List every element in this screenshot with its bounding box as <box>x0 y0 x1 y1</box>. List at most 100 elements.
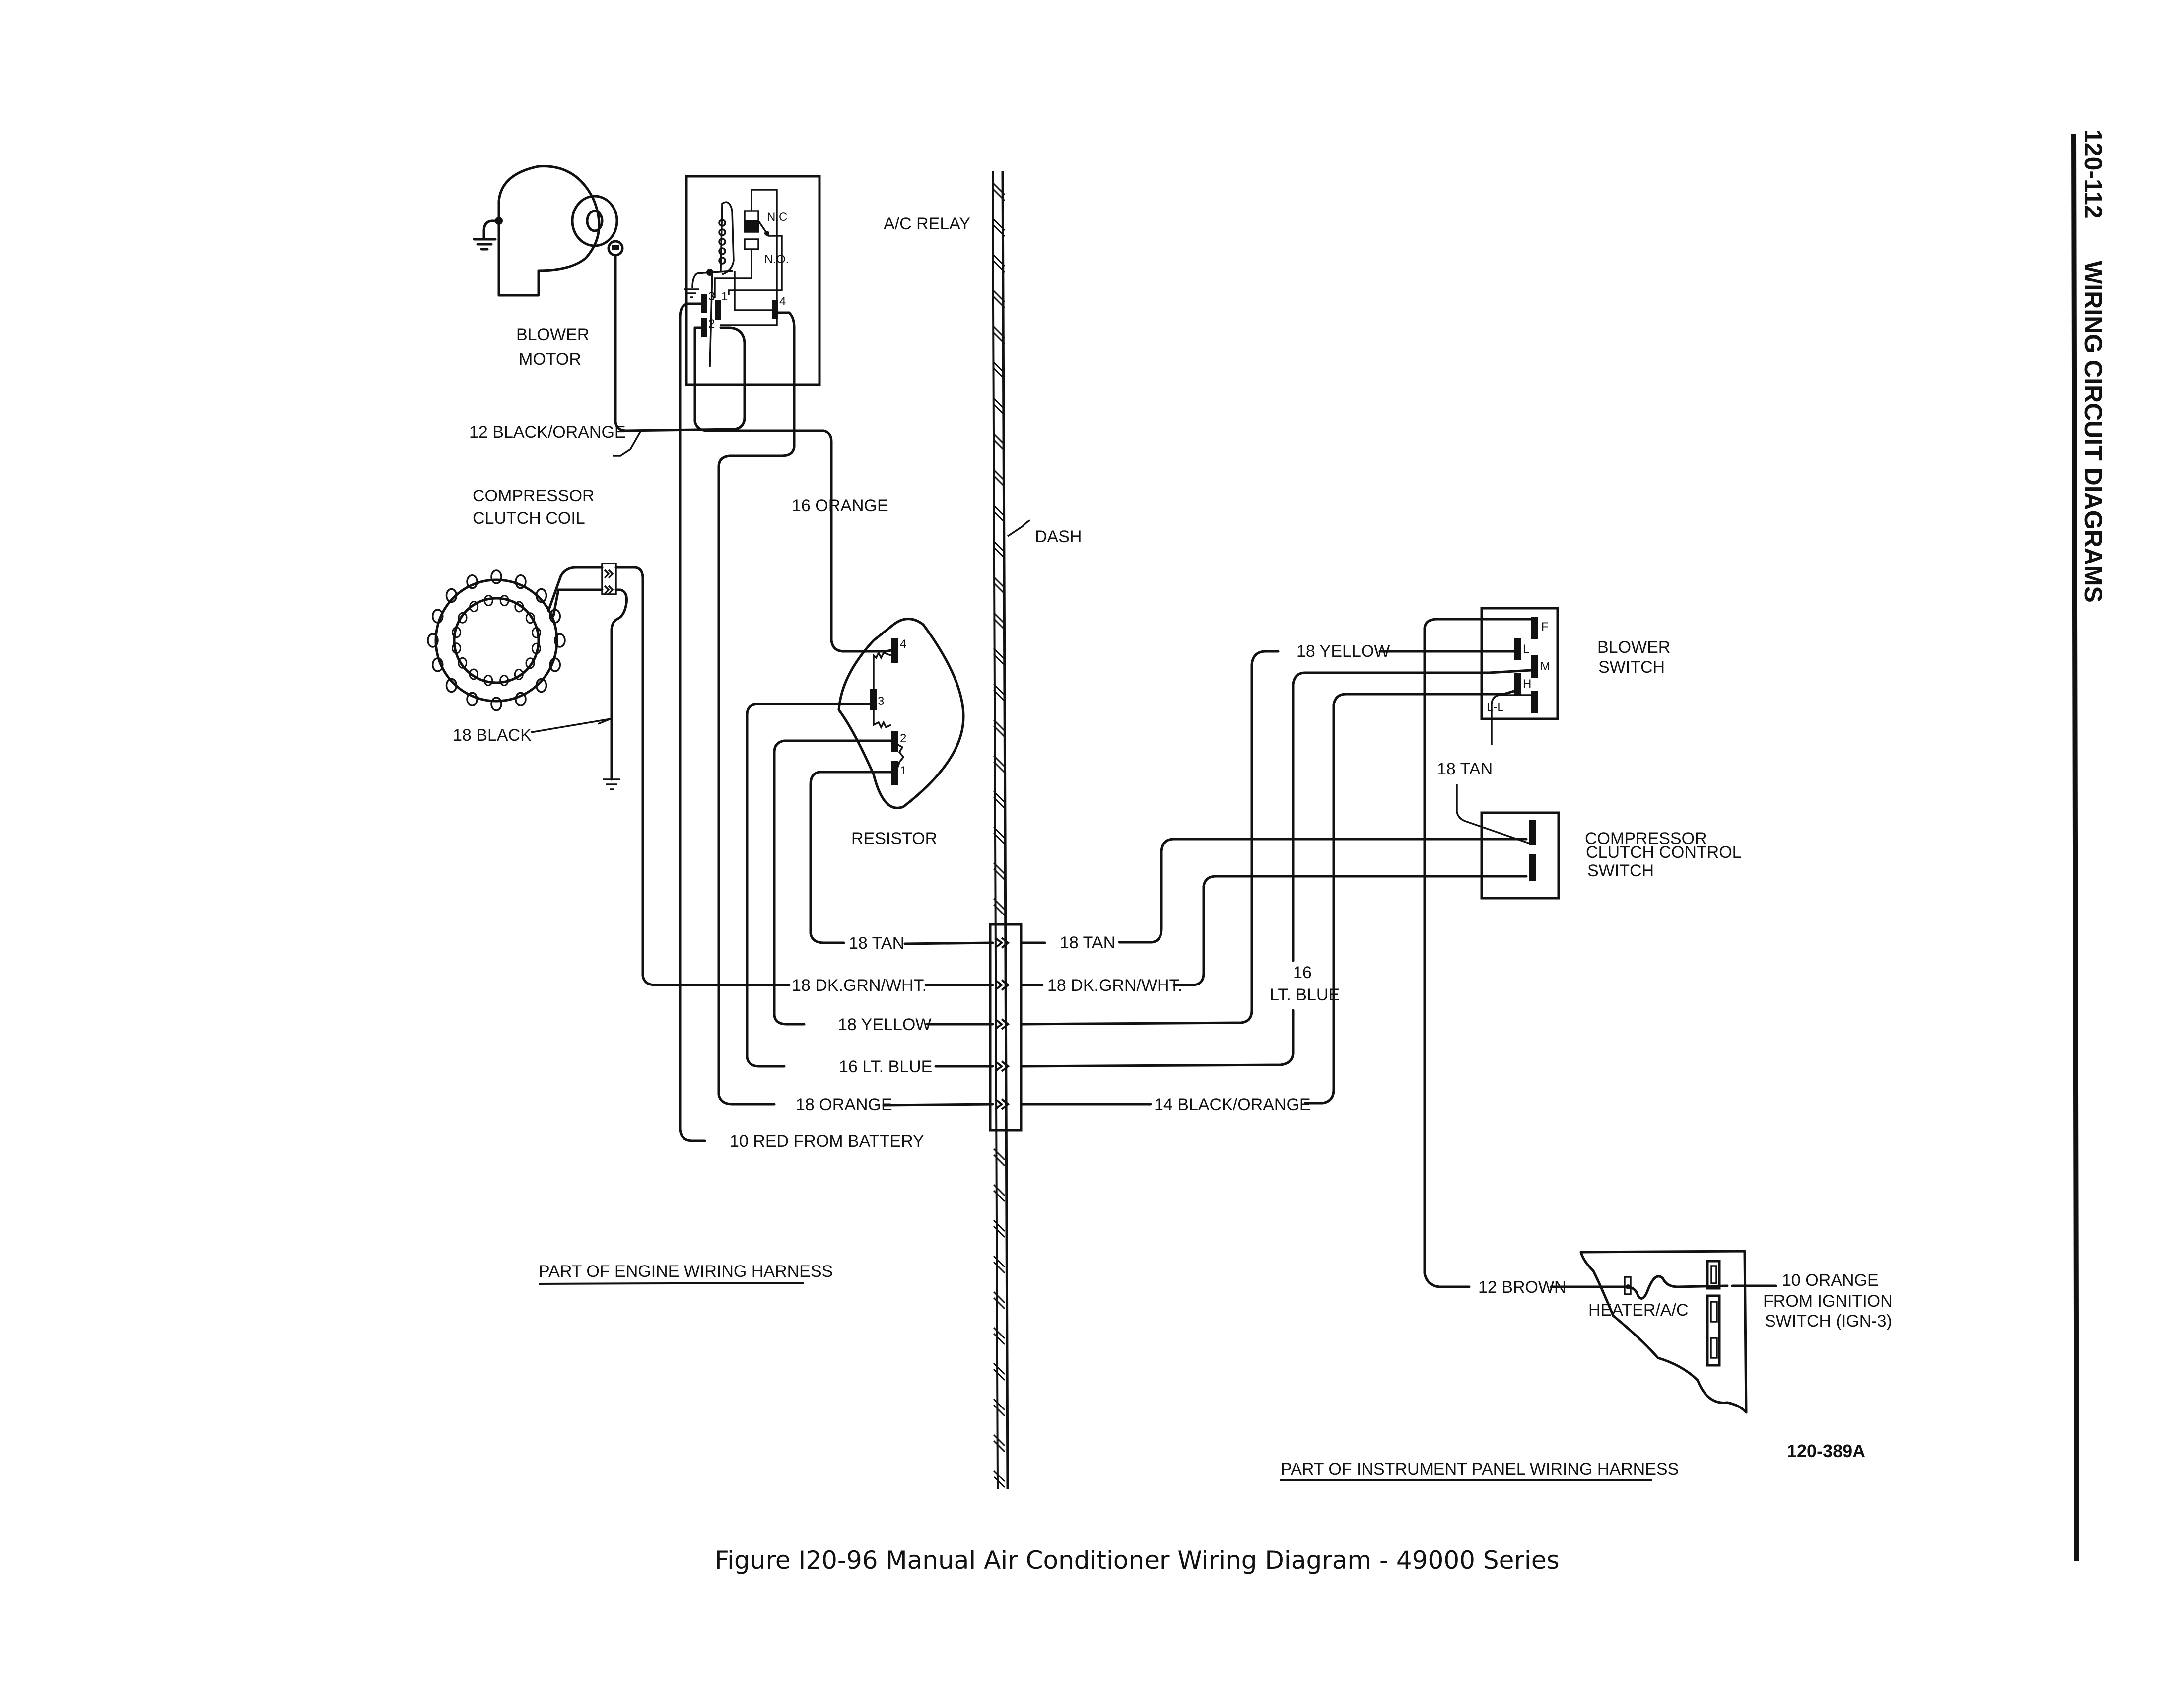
side-rule <box>2071 134 2079 1562</box>
svg-text:4: 4 <box>900 637 906 651</box>
coil-winding <box>514 668 524 680</box>
svg-text:L-L: L-L <box>1487 701 1504 714</box>
dash-hatch <box>993 582 1006 595</box>
svg-text:4: 4 <box>779 295 786 308</box>
dash-hatch <box>993 1225 1006 1238</box>
dash-hatch <box>993 755 1006 768</box>
coil-winding <box>458 657 468 669</box>
dash-hatch <box>993 504 1006 517</box>
dash-hatch <box>993 475 1006 488</box>
panel-wire-label-lt-blue-2: LT. BLUE <box>1270 985 1340 1004</box>
dash-hatch <box>993 290 1006 303</box>
svg-text:3: 3 <box>878 695 884 708</box>
figure-caption: Figure I20-96 Manual Air Conditioner Wir… <box>715 1546 1560 1575</box>
dash-firewall: DASH <box>992 171 1082 1490</box>
relay-wires: 12 BLACK/ORANGE 16 ORANGE <box>469 254 888 1142</box>
wire-label-12-black-orange: 12 BLACK/ORANGE <box>469 423 626 442</box>
panel-wire-label-1: 18 DK.GRN/WHT. <box>1047 976 1182 995</box>
coil-winding <box>535 678 547 693</box>
dash-hatch <box>993 1219 1006 1232</box>
dash-hatch <box>993 439 1006 452</box>
coil-winding <box>431 657 444 672</box>
dash-hatch <box>993 1434 1006 1447</box>
coil-winding <box>490 697 502 711</box>
ac-relay: N.C N.O. 3 1 2 4 A/C RELAY <box>684 175 970 386</box>
coil-winding <box>515 692 527 707</box>
blower-switch-terminal-L <box>1514 638 1521 660</box>
compressor-clutch-coil: COMPRESSOR CLUTCH COIL 18 BLACK <box>427 487 791 986</box>
blower-motor-label-2: MOTOR <box>519 350 581 369</box>
dash-hatch <box>993 1297 1006 1310</box>
switch-wire-label-tan: 18 TAN <box>1437 760 1493 778</box>
dash-hatch <box>993 183 1006 196</box>
dash-hatch <box>993 546 1006 559</box>
dash-hatch <box>993 612 1006 625</box>
coil-winding <box>445 678 458 693</box>
section-title: WIRING CIRCUIT DIAGRAMS <box>2079 261 2107 603</box>
coil-winding <box>483 595 493 607</box>
dash-hatch <box>993 1261 1006 1274</box>
resistor: 4 3 2 1 RESISTOR <box>746 618 965 1068</box>
dash-hatch <box>993 1291 1006 1304</box>
dash-hatch <box>993 1362 1006 1375</box>
connector-arrow <box>994 1018 1010 1030</box>
dash-hatch <box>993 361 1006 374</box>
coil-winding <box>554 633 566 648</box>
coil-winding <box>483 674 493 686</box>
relay-ground-icon <box>684 288 699 298</box>
dash-hatch <box>993 826 1006 839</box>
svg-text:H: H <box>1523 677 1531 691</box>
figure-code: 120-389A <box>1787 1441 1865 1461</box>
dash-hatch <box>993 189 1006 202</box>
dash-hatch <box>993 832 1006 845</box>
dash-hatch <box>993 683 1006 696</box>
dash-hatch <box>993 224 1006 237</box>
relay-terminal-4 <box>772 300 778 319</box>
dash-hatch <box>993 1190 1006 1202</box>
connector-arrow <box>994 937 1010 949</box>
coil-winding <box>499 674 509 686</box>
coil-winding <box>452 642 462 654</box>
relay-terminal-3 <box>701 294 707 313</box>
coil-winding <box>525 657 535 669</box>
panel-wire-label-0: 18 TAN <box>1060 933 1115 952</box>
dash-hatch <box>993 403 1006 416</box>
coil-winding <box>469 668 478 680</box>
blower-switch-label-2: SWITCH <box>1598 658 1665 677</box>
ign-label-3: SWITCH (IGN-3) <box>1765 1312 1892 1331</box>
dash-hatch <box>993 761 1006 774</box>
ign-label-1: 10 ORANGE <box>1782 1271 1879 1290</box>
coil-winding <box>458 612 468 624</box>
coil-winding <box>514 601 524 613</box>
relay-terminal-1 <box>715 300 721 320</box>
resistor-terminal-3 <box>870 689 877 710</box>
dash-hatch <box>993 790 1006 803</box>
dash-hatch <box>993 367 1006 380</box>
coil-winding <box>531 642 541 654</box>
dash-hatch <box>993 647 1006 660</box>
wire-label-16-orange: 16 ORANGE <box>792 496 888 515</box>
coil-winding <box>445 588 458 603</box>
section-number: 120-112 <box>2079 129 2107 219</box>
relay-terminal-2 <box>701 318 707 337</box>
dash-hatch <box>993 1404 1006 1417</box>
dash-hatch <box>993 1368 1006 1381</box>
dash-hatch <box>993 397 1006 410</box>
ac-relay-label: A/C RELAY <box>884 214 970 233</box>
coil-winding <box>549 657 561 672</box>
dash-hatch <box>993 1470 1006 1482</box>
clutch-ground-icon <box>603 778 620 790</box>
coil-winding <box>431 609 444 624</box>
engine-wire-label-2: 18 YELLOW <box>838 1015 931 1034</box>
coil-winding <box>535 588 547 603</box>
dash-hatch <box>993 1148 1006 1161</box>
resistor-terminal-1 <box>891 761 898 785</box>
blower-switch-terminal-M <box>1531 655 1538 678</box>
resistor-terminal-2 <box>891 731 898 752</box>
bulkhead-connector <box>989 923 1023 1132</box>
svg-text:L: L <box>1523 642 1529 656</box>
resistor-label: RESISTOR <box>851 829 937 848</box>
engine-harness-label: PART OF ENGINE WIRING HARNESS <box>539 1262 833 1281</box>
connector-arrow <box>994 1060 1010 1072</box>
